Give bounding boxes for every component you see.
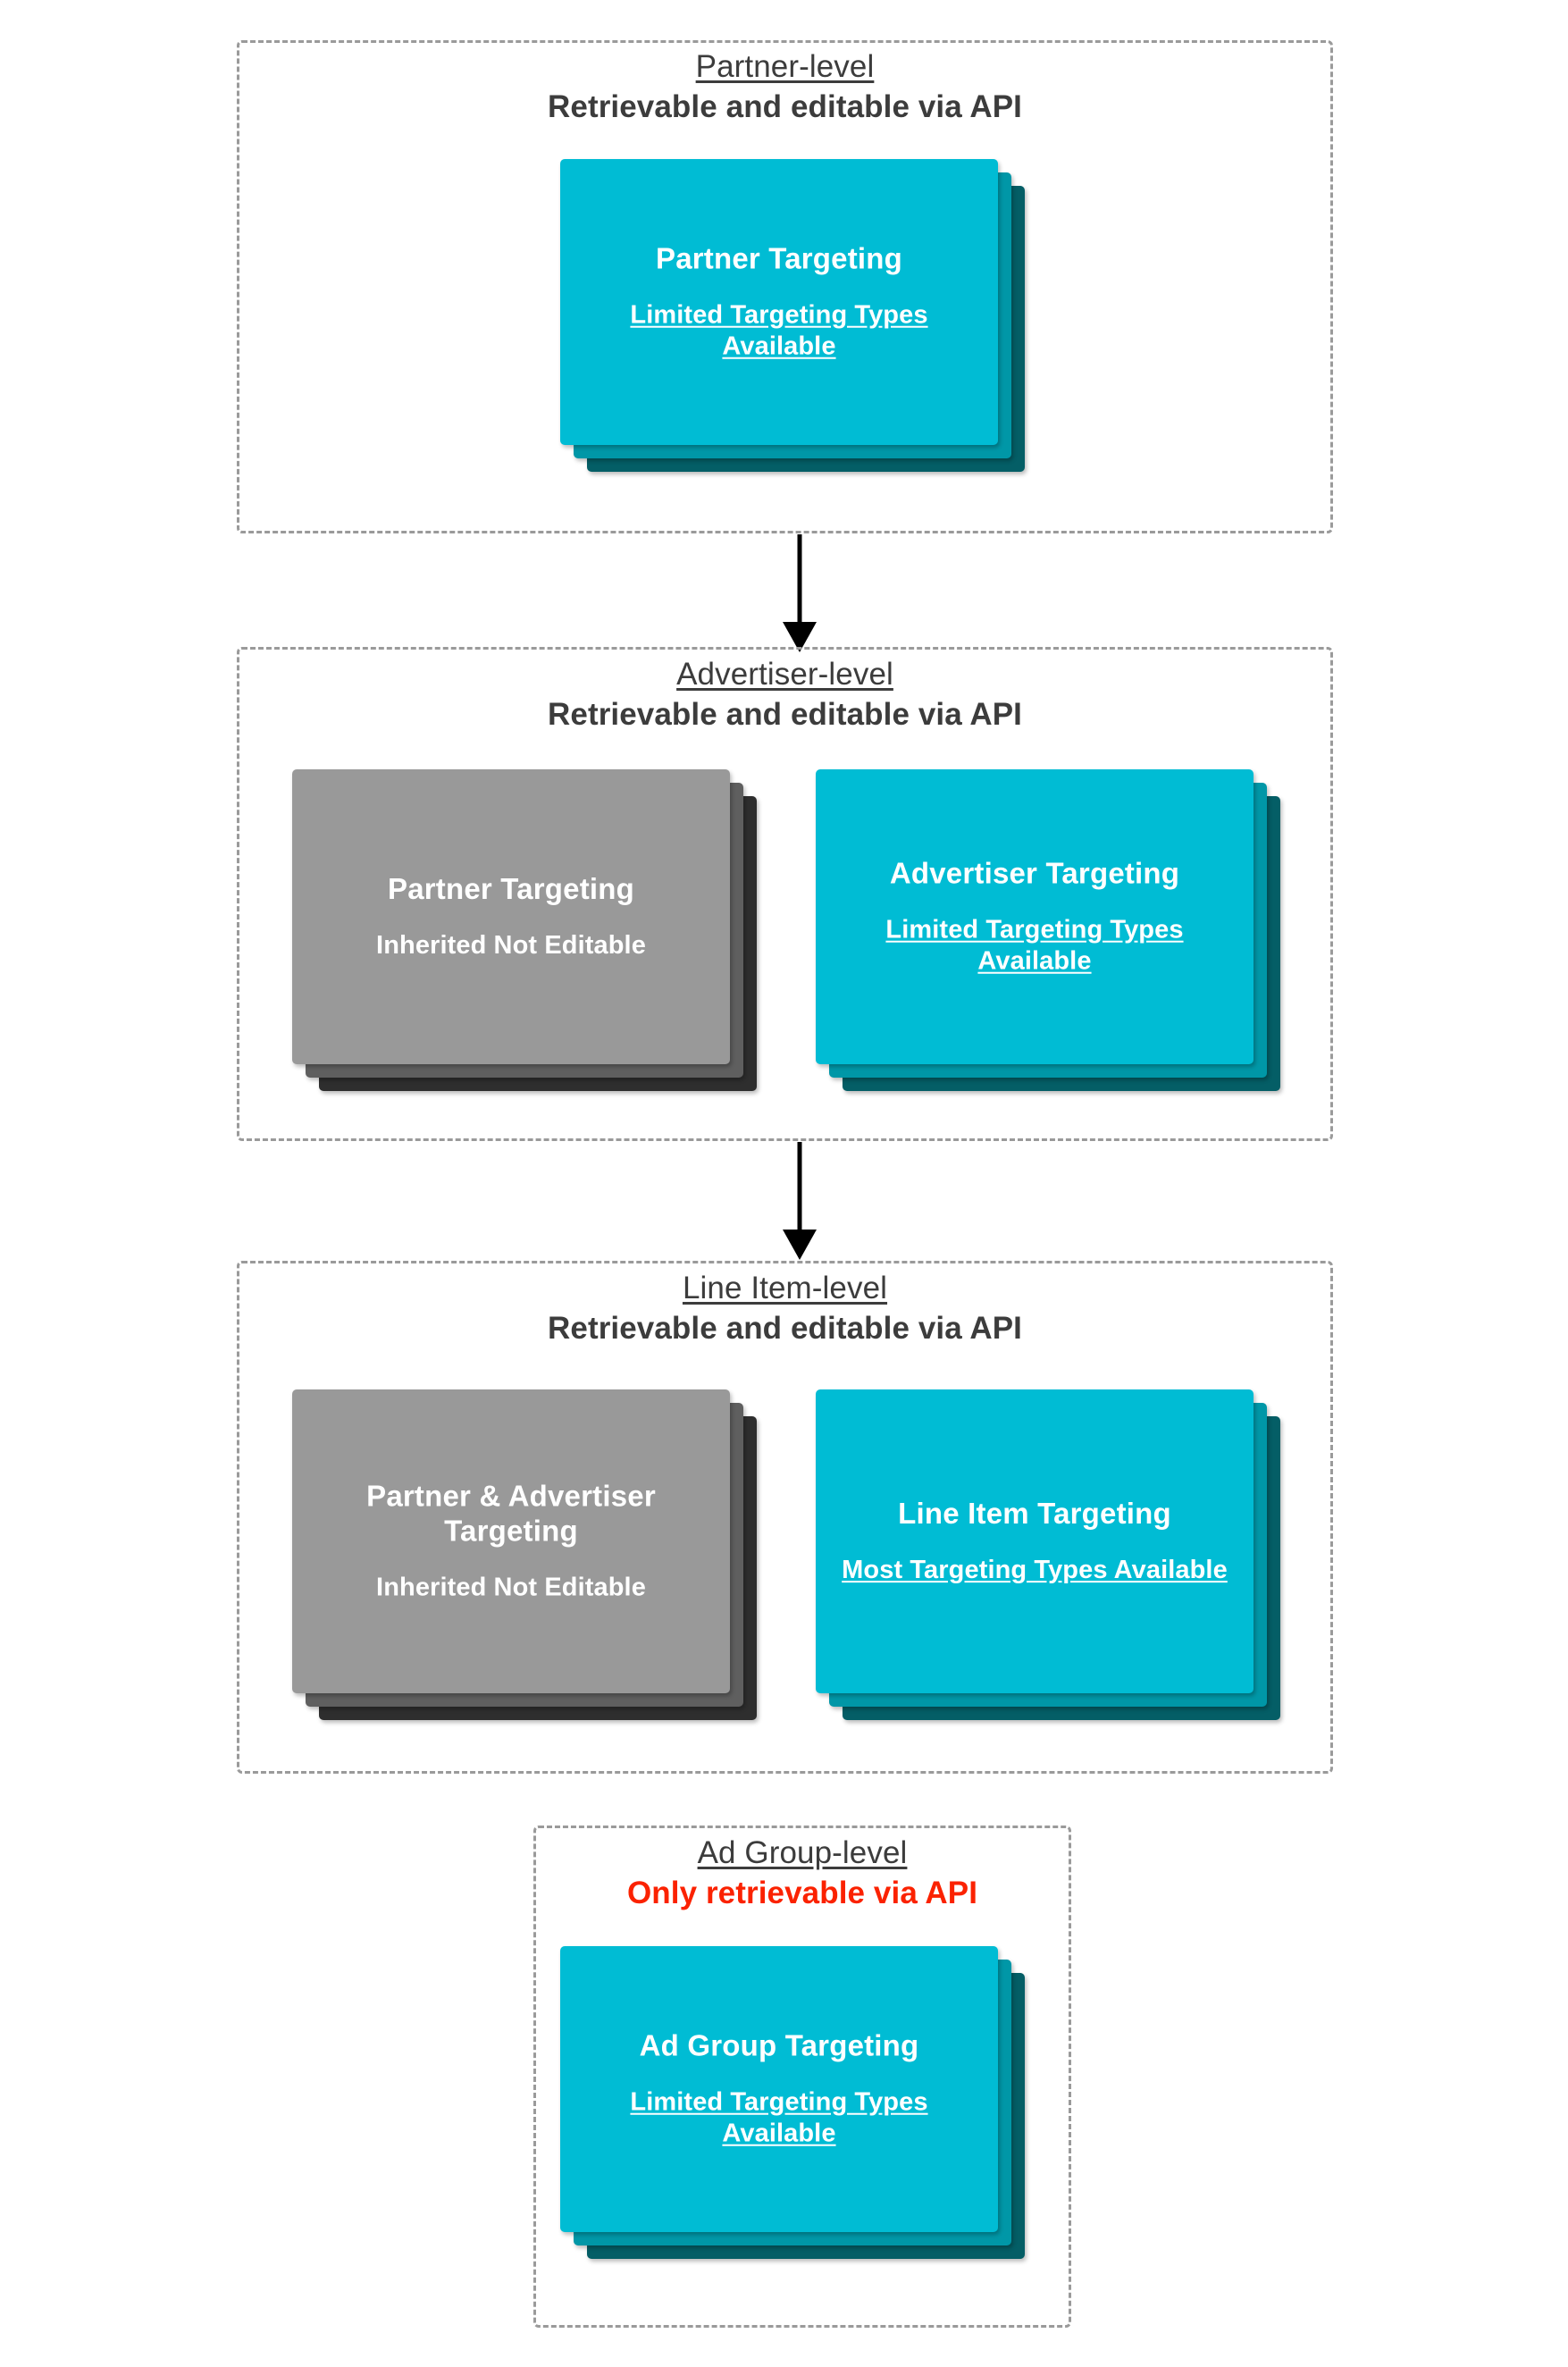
arrow-shaft <box>797 534 802 624</box>
level-box-ad-group <box>533 1826 1071 2328</box>
card-partner-targeting-inherited[interactable]: Partner Targeting Inherited Not Editable <box>292 769 730 1064</box>
level-box-partner <box>237 40 1333 533</box>
level-name-ad-group: Ad Group-level <box>697 1835 908 1870</box>
card-body: Line Item Targeting Most Targeting Types… <box>816 1497 1254 1586</box>
card-subtitle: Inherited Not Editable <box>376 1573 646 1602</box>
card-subtitle: Most Targeting Types Available <box>842 1556 1228 1585</box>
level-heading-partner: Partner-level Retrievable and editable v… <box>237 49 1333 125</box>
level-name-partner: Partner-level <box>695 49 875 84</box>
card-body: Partner & Advertiser Targeting Inherited… <box>292 1480 730 1604</box>
card-title: Partner & Advertiser Targeting <box>366 1479 656 1548</box>
card-stack-ad-group-targeting: Ad Group Targeting Limited Targeting Typ… <box>560 1946 1025 2268</box>
level-box-line-item <box>237 1261 1333 1774</box>
connector-advertiser-to-lineitem <box>764 1142 835 1260</box>
card-title: Advertiser Targeting <box>889 856 1180 890</box>
level-api-note-partner: Retrievable and editable via API <box>548 88 1022 124</box>
card-title: Ad Group Targeting <box>639 2028 919 2062</box>
card-line-item-targeting[interactable]: Line Item Targeting Most Targeting Types… <box>816 1389 1254 1693</box>
card-subtitle: Limited Targeting Types Available <box>630 2087 928 2148</box>
level-name-advertiser: Advertiser-level <box>676 657 893 692</box>
level-box-advertiser <box>237 647 1333 1141</box>
card-partner-targeting[interactable]: Partner Targeting Limited Targeting Type… <box>560 159 998 445</box>
level-api-note-line-item: Retrievable and editable via API <box>548 1310 1022 1346</box>
card-body: Advertiser Targeting Limited Targeting T… <box>816 857 1254 978</box>
level-heading-line-item: Line Item-level Retrievable and editable… <box>237 1271 1333 1347</box>
card-body: Ad Group Targeting Limited Targeting Typ… <box>560 2029 998 2150</box>
card-stack-line-item-inherited: Partner & Advertiser Targeting Inherited… <box>292 1389 757 1747</box>
card-advertiser-targeting[interactable]: Advertiser Targeting Limited Targeting T… <box>816 769 1254 1064</box>
card-subtitle: Limited Targeting Types Available <box>630 300 928 361</box>
card-title: Partner Targeting <box>655 241 902 275</box>
card-subtitle: Limited Targeting Types Available <box>885 915 1184 976</box>
connector-partner-to-advertiser <box>764 534 835 652</box>
card-body: Partner Targeting Inherited Not Editable <box>292 872 730 961</box>
card-partner-advertiser-targeting-inherited[interactable]: Partner & Advertiser Targeting Inherited… <box>292 1389 730 1693</box>
level-heading-ad-group: Ad Group-level Only retrievable via API <box>533 1835 1071 1911</box>
card-title: Line Item Targeting <box>898 1497 1171 1531</box>
level-api-note-advertiser: Retrievable and editable via API <box>548 696 1022 732</box>
card-stack-advertiser-inherited: Partner Targeting Inherited Not Editable <box>292 769 757 1118</box>
card-stack-advertiser-targeting: Advertiser Targeting Limited Targeting T… <box>816 769 1280 1118</box>
card-body: Partner Targeting Limited Targeting Type… <box>560 242 998 363</box>
card-stack-partner-targeting: Partner Targeting Limited Targeting Type… <box>560 159 1025 472</box>
arrow-head-icon <box>783 1230 817 1260</box>
card-title: Partner Targeting <box>387 872 634 906</box>
level-api-note-ad-group: Only retrievable via API <box>626 1875 978 1910</box>
card-ad-group-targeting[interactable]: Ad Group Targeting Limited Targeting Typ… <box>560 1946 998 2232</box>
level-name-line-item: Line Item-level <box>682 1271 888 1305</box>
level-heading-advertiser: Advertiser-level Retrievable and editabl… <box>237 657 1333 733</box>
card-stack-line-item-targeting: Line Item Targeting Most Targeting Types… <box>816 1389 1280 1747</box>
arrow-shaft <box>797 1142 802 1231</box>
card-subtitle: Inherited Not Editable <box>376 931 646 961</box>
